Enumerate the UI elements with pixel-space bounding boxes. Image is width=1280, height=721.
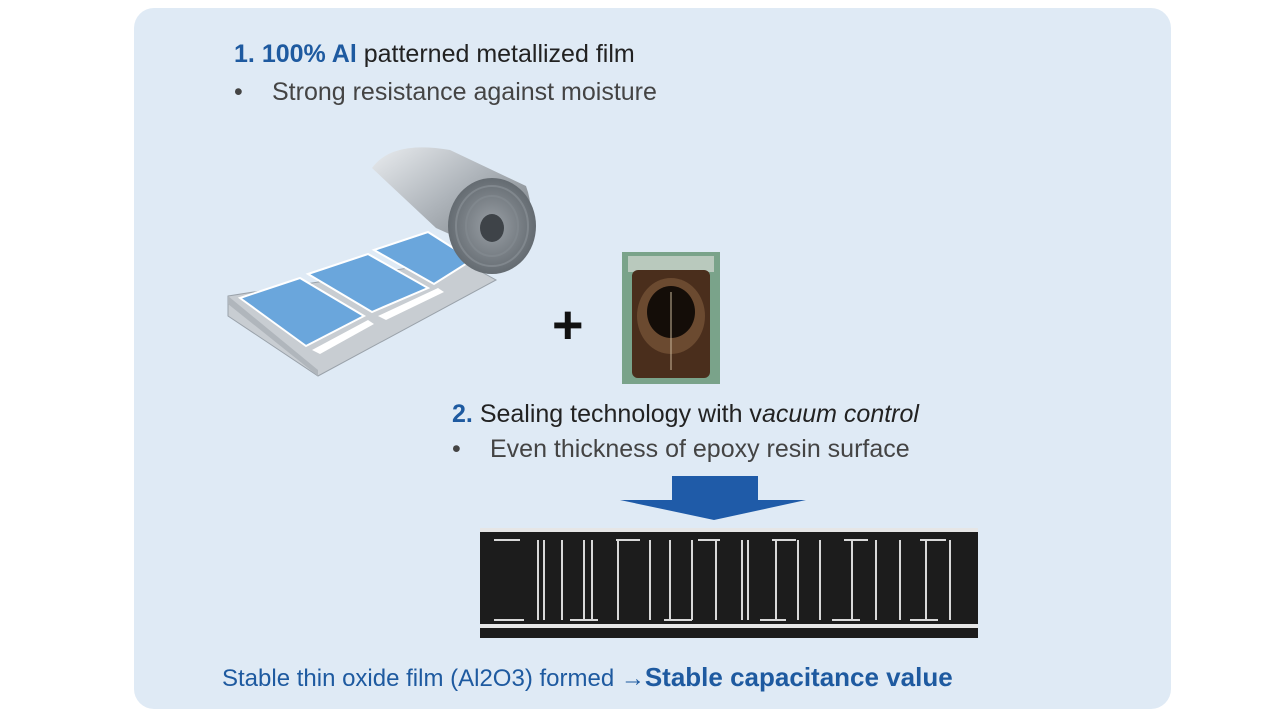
- item2-number: 2.: [452, 400, 473, 428]
- micrograph-electrode-lines: [494, 539, 951, 621]
- item2-heading: 2. Sealing technology with vacuum contro…: [452, 400, 919, 429]
- roll-ring-2: [465, 195, 519, 257]
- micrograph-background: [480, 528, 978, 638]
- film-cross-section-micrograph: [480, 528, 978, 638]
- arrow-shape: [620, 476, 806, 520]
- micrograph-bottom-border: [480, 624, 978, 628]
- item1-text: patterned metallized film: [363, 40, 635, 68]
- item2-bullet-dot: •: [452, 435, 461, 463]
- sealed-capacitor-photo: [622, 252, 720, 384]
- item1-bullet-dot: •: [234, 78, 243, 106]
- item2-text-italic: acuum control: [761, 400, 919, 428]
- item1-heading: 1. 100% Al patterned metallized film: [234, 40, 635, 69]
- photo-lead-frame: [628, 256, 714, 272]
- down-arrow-icon: [620, 476, 806, 520]
- item2-text-prefix: Sealing technology with v: [479, 400, 762, 428]
- item1-bullet-text: Strong resistance against moisture: [272, 78, 657, 106]
- film-roll-illustration: [227, 147, 536, 377]
- item2-bullet-text: Even thickness of epoxy resin surface: [490, 435, 910, 463]
- roll-core: [480, 214, 504, 242]
- film-strip-edge: [228, 296, 318, 376]
- roll-ring-1: [455, 185, 529, 267]
- plus-sign: +: [552, 295, 584, 355]
- conclusion-line: Stable thin oxide film (Al2O3) formed →S…: [222, 662, 953, 693]
- film-gap-1: [312, 320, 374, 354]
- film-pad-2: [305, 252, 431, 314]
- conclusion-text: Stable thin oxide film (Al2O3) formed →: [222, 665, 645, 692]
- film-gap-2: [378, 288, 444, 320]
- item1-number: 1.: [234, 40, 255, 68]
- micrograph-top-border: [480, 528, 978, 532]
- film-pad-1: [237, 276, 367, 348]
- conclusion-bold-text: Stable capacitance value: [644, 662, 953, 692]
- item1-bold-text: 100% Al: [261, 40, 357, 68]
